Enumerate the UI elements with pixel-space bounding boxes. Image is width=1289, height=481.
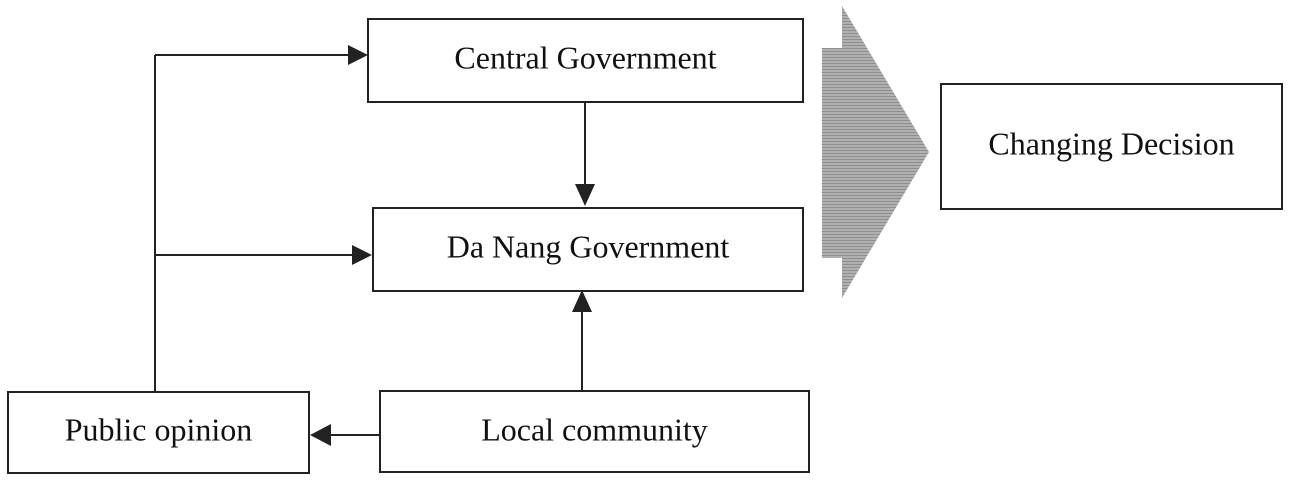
node-local-community: Local community — [379, 390, 810, 473]
edge-public-opinion-to-governments — [154, 45, 372, 392]
edge-local-community-to-public-opinion — [310, 424, 380, 446]
node-changing-decision-label: Changing Decision — [988, 125, 1234, 161]
node-public-opinion: Public opinion — [7, 391, 310, 474]
edge-local-community-to-da-nang — [572, 290, 592, 391]
arrowhead-to-central — [348, 45, 368, 65]
big-arrow — [822, 6, 929, 298]
node-central-government-label: Central Government — [454, 39, 716, 75]
node-changing-decision: Changing Decision — [940, 83, 1283, 210]
node-public-opinion-label: Public opinion — [65, 411, 253, 447]
edge-central-to-da-nang — [575, 102, 595, 206]
node-da-nang-government: Da Nang Government — [372, 207, 804, 292]
arrowhead-to-da-nang-left — [352, 245, 372, 265]
node-da-nang-government-label: Da Nang Government — [447, 228, 730, 264]
node-central-government: Central Government — [367, 18, 804, 103]
node-local-community-label: Local community — [481, 411, 708, 447]
